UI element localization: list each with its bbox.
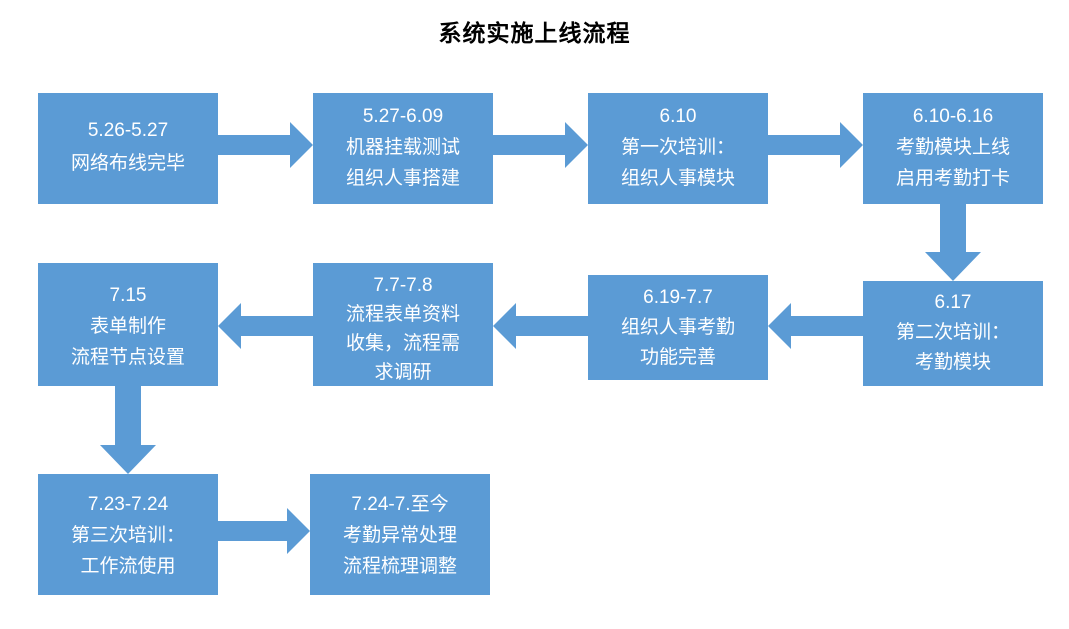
- node-6-line-1: 6.19-7.7: [643, 287, 713, 308]
- arrow-node1-to-node2: [218, 122, 313, 168]
- node-3-line-3: 组织人事模块: [621, 167, 735, 189]
- node-9-box[interactable]: [38, 474, 218, 595]
- node-4-line-1: 6.10-6.16: [913, 106, 993, 127]
- node-10-box[interactable]: [310, 474, 490, 595]
- node-7-line-2: 流程表单资料: [346, 303, 460, 325]
- node-2-line-2: 机器挂载测试: [346, 136, 460, 158]
- arrow-node7-to-node8: [218, 303, 313, 349]
- arrow-node3-to-node4: [768, 122, 863, 168]
- node-network-cabling[interactable]: 5.26-5.27 网络布线完毕: [38, 93, 218, 204]
- node-7-line-3: 收集，流程需: [346, 332, 460, 354]
- node-1-box[interactable]: [38, 93, 218, 204]
- node-3-line-2: 第一次培训：: [621, 136, 735, 158]
- node-8-line-1: 7.15: [110, 285, 147, 306]
- node-8-line-3: 流程节点设置: [71, 346, 185, 368]
- arrow-node5-to-node6: [768, 303, 863, 349]
- node-9-line-1: 7.23-7.24: [88, 494, 169, 515]
- node-6-line-2: 组织人事考勤: [621, 316, 735, 338]
- node-2-line-1: 5.27-6.09: [363, 106, 443, 127]
- node-5-line-1: 6.17: [935, 292, 972, 313]
- node-2-line-3: 组织人事搭建: [346, 167, 460, 189]
- arrow-node4-to-node5: [925, 204, 981, 281]
- page-title: 系统实施上线流程: [438, 20, 631, 46]
- arrow-node9-to-node10: [218, 508, 310, 554]
- node-1-line-1: 5.26-5.27: [88, 120, 168, 141]
- node-exception-handling[interactable]: 7.24-7.至今 考勤异常处理 流程梳理调整: [310, 474, 490, 595]
- node-7-line-4: 求调研: [374, 361, 431, 383]
- node-6-box[interactable]: [588, 275, 768, 380]
- node-attendance-module-launch[interactable]: 6.10-6.16 考勤模块上线 启用考勤打卡: [863, 93, 1043, 204]
- node-4-line-3: 启用考勤打卡: [896, 167, 1010, 189]
- node-machine-mount-test[interactable]: 5.27-6.09 机器挂载测试 组织人事搭建: [313, 93, 493, 204]
- node-1-line-2: 网络布线完毕: [71, 152, 185, 174]
- node-10-line-3: 流程梳理调整: [343, 555, 457, 577]
- node-5-line-2: 第二次培训：: [896, 321, 1010, 343]
- node-9-line-2: 第三次培训：: [71, 524, 185, 546]
- node-9-line-3: 工作流使用: [80, 555, 175, 577]
- node-5-box[interactable]: [863, 281, 1043, 386]
- node-first-training[interactable]: 6.10 第一次培训： 组织人事模块: [588, 93, 768, 204]
- node-form-data-collection[interactable]: 7.7-7.8 流程表单资料 收集，流程需 求调研: [313, 263, 493, 386]
- node-3-line-1: 6.10: [660, 106, 697, 127]
- node-8-box[interactable]: [38, 263, 218, 386]
- node-2-box[interactable]: [313, 93, 493, 204]
- node-4-box[interactable]: [863, 93, 1043, 204]
- arrow-node8-to-node9: [100, 386, 156, 474]
- arrow-node2-to-node3: [493, 122, 588, 168]
- node-10-line-1: 7.24-7.至今: [351, 493, 448, 515]
- node-7-line-1: 7.7-7.8: [373, 275, 432, 296]
- node-5-line-3: 考勤模块: [915, 351, 991, 373]
- node-3-box[interactable]: [588, 93, 768, 204]
- node-form-creation[interactable]: 7.15 表单制作 流程节点设置: [38, 263, 218, 386]
- node-function-improvement[interactable]: 6.19-7.7 组织人事考勤 功能完善: [588, 275, 768, 380]
- node-second-training[interactable]: 6.17 第二次培训： 考勤模块: [863, 281, 1043, 386]
- node-10-line-2: 考勤异常处理: [343, 524, 457, 546]
- node-8-line-2: 表单制作: [90, 315, 166, 337]
- arrow-node6-to-node7: [493, 303, 588, 349]
- node-third-training[interactable]: 7.23-7.24 第三次培训： 工作流使用: [38, 474, 218, 595]
- node-7-box[interactable]: [313, 263, 493, 386]
- node-6-line-3: 功能完善: [640, 346, 716, 368]
- node-4-line-2: 考勤模块上线: [896, 136, 1010, 158]
